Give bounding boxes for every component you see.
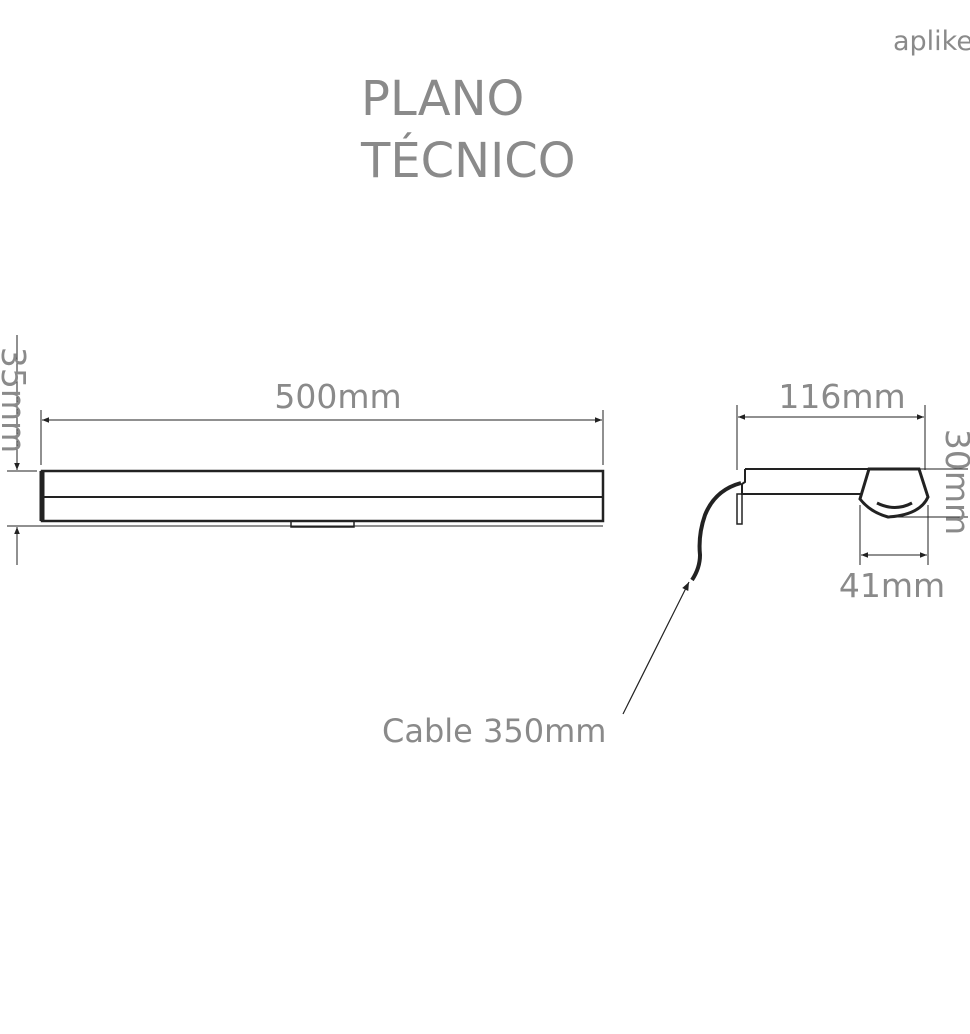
height-label: 35mm: [0, 347, 33, 453]
front-view: 500mm 35mm: [0, 335, 605, 565]
cable-leader: [622, 581, 690, 715]
cable: [690, 481, 742, 582]
side-view: 116mm 30mm 41mm: [622, 377, 970, 715]
lamp-head: [858, 467, 930, 519]
title-line-2: TÉCNICO: [360, 132, 576, 189]
depth-label: 116mm: [778, 377, 905, 416]
head-width-label: 41mm: [839, 566, 945, 605]
title-line-1: PLANO: [361, 71, 524, 127]
cable-label: Cable 350mm: [382, 712, 606, 750]
width-label: 500mm: [274, 377, 401, 416]
mount-bracket: [290, 520, 355, 528]
brand-logo: aplike: [893, 26, 970, 57]
head-height-label: 30mm: [938, 429, 970, 535]
